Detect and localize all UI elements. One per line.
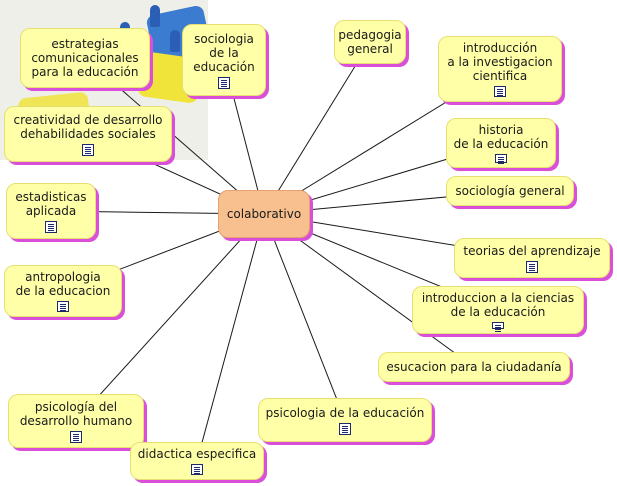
node-estrategias[interactable]: estrategias comunicacionales para la edu… <box>20 28 150 88</box>
node-introduccion-investigacion[interactable]: introducción a la investigacion cientifi… <box>438 36 562 102</box>
node-label: creatividad de desarrollo dehabilidades … <box>13 112 163 141</box>
connector-line <box>196 213 265 462</box>
person-figure <box>170 30 180 52</box>
node-psicologia-educacion[interactable]: psicologia de la educación <box>258 398 432 442</box>
center-node[interactable]: colaborativo <box>218 190 310 238</box>
node-didactica[interactable]: didactica especifica <box>130 442 264 480</box>
document-icon[interactable] <box>495 154 507 163</box>
node-label: psicologia de la educación <box>265 405 425 420</box>
document-icon[interactable] <box>82 143 94 156</box>
document-icon[interactable] <box>218 76 230 89</box>
node-creatividad[interactable]: creatividad de desarrollo dehabilidades … <box>4 106 172 162</box>
node-label: antropologia de la educacion <box>15 270 111 298</box>
node-label: introduccion a la ciencias de la educaci… <box>421 291 575 319</box>
document-icon[interactable] <box>191 464 203 475</box>
person-figure <box>150 5 160 27</box>
node-label: estadisticas aplicada <box>15 189 87 218</box>
node-label: estrategias comunicacionales para la edu… <box>31 37 139 79</box>
node-pedagogia[interactable]: pedagogia general <box>334 20 406 64</box>
node-label: sociologia de la educación <box>193 31 255 74</box>
node-label: pedagogia general <box>338 28 402 56</box>
node-label: historia de la educación <box>453 123 549 151</box>
node-label: didactica especifica <box>137 447 257 461</box>
node-sociologia-educacion[interactable]: sociologia de la educación <box>182 24 266 96</box>
connector-line <box>263 41 371 215</box>
connector-line <box>263 213 346 421</box>
center-node-label: colaborativo <box>226 207 302 221</box>
node-historia[interactable]: historia de la educación <box>446 118 556 168</box>
node-psicologia-desarrollo[interactable]: psicología del desarrollo humano <box>8 394 144 448</box>
node-antropologia[interactable]: antropologia de la educacion <box>4 265 122 317</box>
node-label: sociología general <box>455 184 565 198</box>
document-icon[interactable] <box>57 301 69 312</box>
node-label: teorias del aprendizaje <box>463 243 601 258</box>
connector-line <box>263 213 475 368</box>
node-sociologia-general[interactable]: sociología general <box>446 176 574 206</box>
node-teorias[interactable]: teorias del aprendizaje <box>454 238 610 278</box>
node-label: psicología del desarrollo humano <box>19 399 133 428</box>
node-estadisticas[interactable]: estadisticas aplicada <box>6 183 96 239</box>
node-label: introducción a la investigacion cientifi… <box>447 41 553 83</box>
node-introduccion-ciencias[interactable]: introduccion a la ciencias de la educaci… <box>412 286 584 334</box>
node-label: esucacion para la ciudadanía <box>386 360 562 374</box>
document-icon[interactable] <box>339 422 351 435</box>
document-icon[interactable] <box>526 260 538 273</box>
document-icon[interactable] <box>70 430 82 443</box>
connector-line <box>75 213 265 422</box>
document-icon[interactable] <box>45 220 57 233</box>
document-icon[interactable] <box>494 86 506 97</box>
document-icon[interactable] <box>492 322 504 329</box>
node-ciudadania[interactable]: esucacion para la ciudadanía <box>378 352 570 382</box>
